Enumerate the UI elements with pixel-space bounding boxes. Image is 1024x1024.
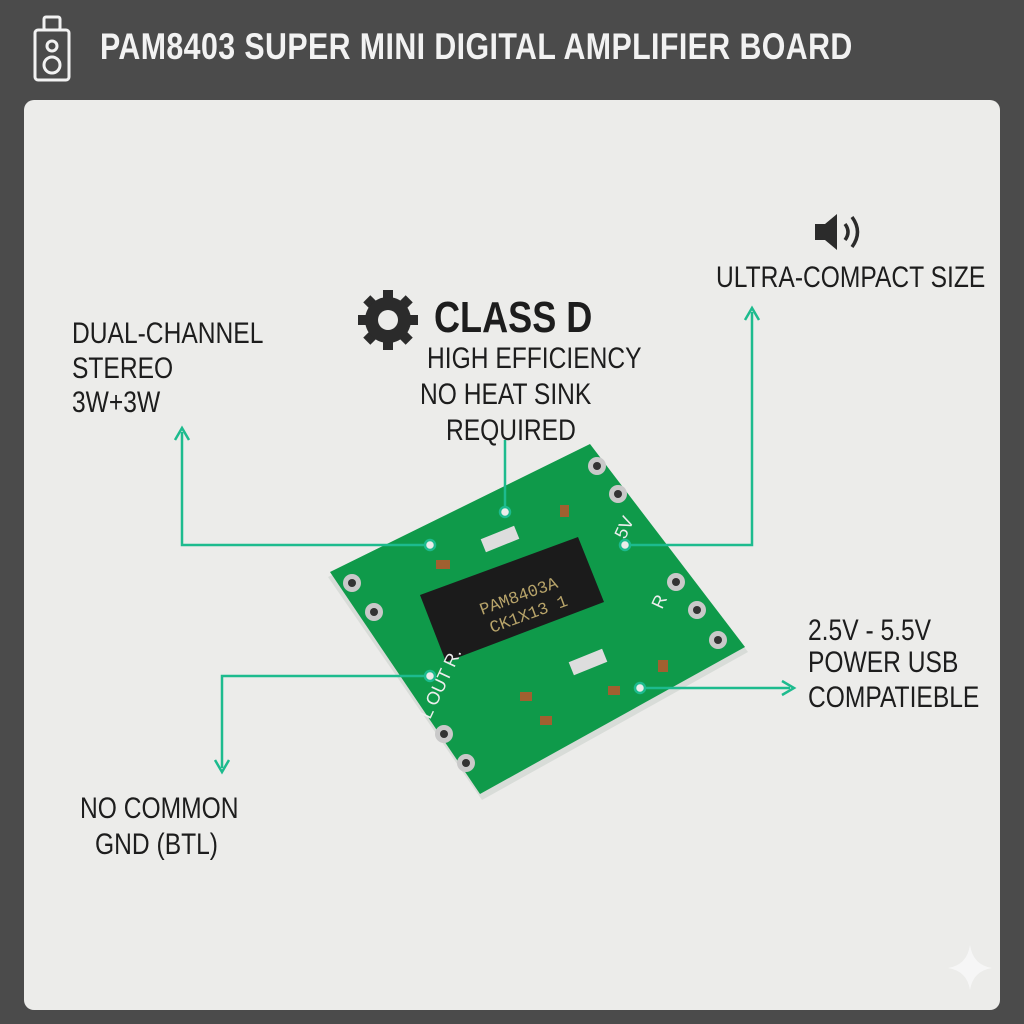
gear-icon [358,290,418,350]
feature-class-d-line-2: NO HEAT SINK [420,378,592,411]
speaker-box-icon [33,15,71,82]
speaker-volume-icon [815,214,860,250]
pcb-board: PAM8403A CK1X13 1 L OUT R. 5V R [328,444,748,800]
header-icon [33,15,71,82]
feature-power-3: COMPATIEBLE [808,681,980,714]
callout-lines [173,305,797,775]
feature-class-d-title: CLASS D [434,293,593,342]
feature-channels-3: 3W+3W [72,386,161,419]
feature-gnd-2: GND (BTL) [95,828,218,861]
feature-gnd-1: NO COMMON [80,792,239,825]
feature-channels-2: STEREO [72,352,174,385]
sparkle-icon [948,945,992,990]
feature-channels-1: DUAL-CHANNEL [72,317,264,350]
ic-chip [420,537,604,662]
feature-power-2: POWER USB [808,646,959,679]
feature-class-d-line-3: REQUIRED [446,414,576,447]
page-title: PAM8403 SUPER MINI DIGITAL AMPLIFIER BOA… [100,26,853,67]
feature-class-d-line-1: HIGH EFFICIENCY [427,342,642,375]
feature-power-1: 2.5V - 5.5V [808,614,932,647]
feature-size: ULTRA-COMPACT SIZE [716,261,986,294]
